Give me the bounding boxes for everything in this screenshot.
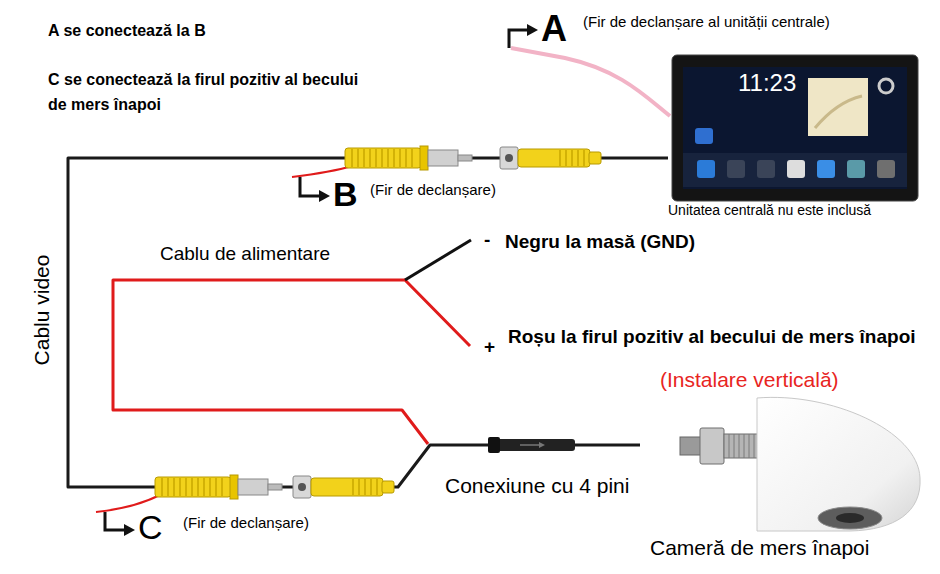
wire-note: (Fir de declanșare) [183,514,309,531]
connector-name: Conexiune cu 4 pini [445,474,629,498]
head-unit-illustration [757,160,775,178]
wire-note: Roșu la firul pozitiv al becului de mers… [508,322,928,352]
rca-jack [500,147,518,169]
camera-illustration [729,434,754,458]
rca-plug [345,148,421,168]
wire-note: (Fir de declanșare) [370,181,496,198]
rca-plug [458,155,472,161]
rca-jack [293,476,394,498]
rca-plug [352,149,412,167]
install-note: (Instalare verticală) [660,368,839,392]
rca-plug [345,146,472,170]
rca-jack [298,483,306,491]
rca-plug [230,475,238,499]
rca-jack [500,147,601,169]
head-unit-illustration [695,128,713,144]
four-pin-connector [488,437,500,453]
head-unit-illustration [817,160,835,178]
head-unit-illustration [815,96,862,128]
camera-illustration [818,507,882,529]
camera-illustration [700,428,724,464]
rca-plug [155,477,231,497]
trigger-wire [511,48,670,116]
camera-illustration [757,397,920,531]
node-caption: Cameră de mers înapoi [650,536,869,560]
head-unit-illustration [697,160,715,178]
edge-label: Cablu video [30,255,54,366]
callout-letter: A [541,8,567,50]
head-unit-illustration [808,78,868,136]
rca-jack [311,478,383,496]
power-cable [113,240,471,444]
cable-name: Cablu de alimentare [160,243,330,265]
rca-plug [238,479,268,495]
polarity-sign: - [484,229,490,251]
polarity-sign: + [484,336,495,358]
trigger-wire [509,24,670,116]
four-pin-connector [520,444,540,446]
callout-letter: B [333,175,358,214]
head-unit-illustration [683,67,907,189]
head-unit-illustration [879,79,893,93]
rca-plug [155,475,282,499]
camera-illustration [680,437,702,455]
rca-jack [353,479,377,495]
clock-text: 11:23 [738,69,796,97]
camera-illustration [680,397,920,531]
trigger-wire [105,512,125,530]
head-unit: 11:23Unitatea centrală nu este inclusă [668,55,924,223]
four-pin-connector [490,439,575,451]
rca-plug [428,150,458,166]
camera-illustration [836,513,864,523]
wire-note: Negru la masă (GND) [505,231,695,253]
node-caption: Unitatea centrală nu este inclusă [668,202,871,218]
four-pin-connector [488,437,575,453]
wire-note: (Fir de declanșare al unității centrale) [583,13,830,30]
rca-jack [518,149,590,167]
rca-plug [268,484,282,490]
head-unit-illustration [787,160,805,178]
rca-jack [560,150,584,166]
trigger-wire [300,177,320,196]
power-cable [113,280,470,444]
camera-illustration [724,434,758,458]
head-unit-illustration [672,55,918,201]
rca-jack [505,154,513,162]
head-unit-illustration [877,160,895,178]
power-cable [405,240,471,280]
head-unit-illustration [683,153,907,187]
head-unit-illustration [727,160,745,178]
note-text: A se conectează la B [48,22,206,40]
trigger-wire [509,30,528,48]
head-unit-illustration [847,160,865,178]
rca-plug [162,478,222,496]
video-cable [68,158,668,487]
note-text: C se conectează la firul pozitiv al becu… [48,67,368,117]
rear-camera: Cameră de mers înapoi [640,390,935,568]
rca-jack [382,481,394,493]
rca-plug [420,146,428,170]
rca-jack [589,152,601,164]
head-unit-illustration [672,55,918,201]
trigger-wire [319,190,330,202]
trigger-wire [527,24,538,36]
trigger-wire [124,524,135,536]
four-pin-connector [539,442,545,448]
rca-jack [293,476,311,498]
callout-letter: C [138,508,163,547]
